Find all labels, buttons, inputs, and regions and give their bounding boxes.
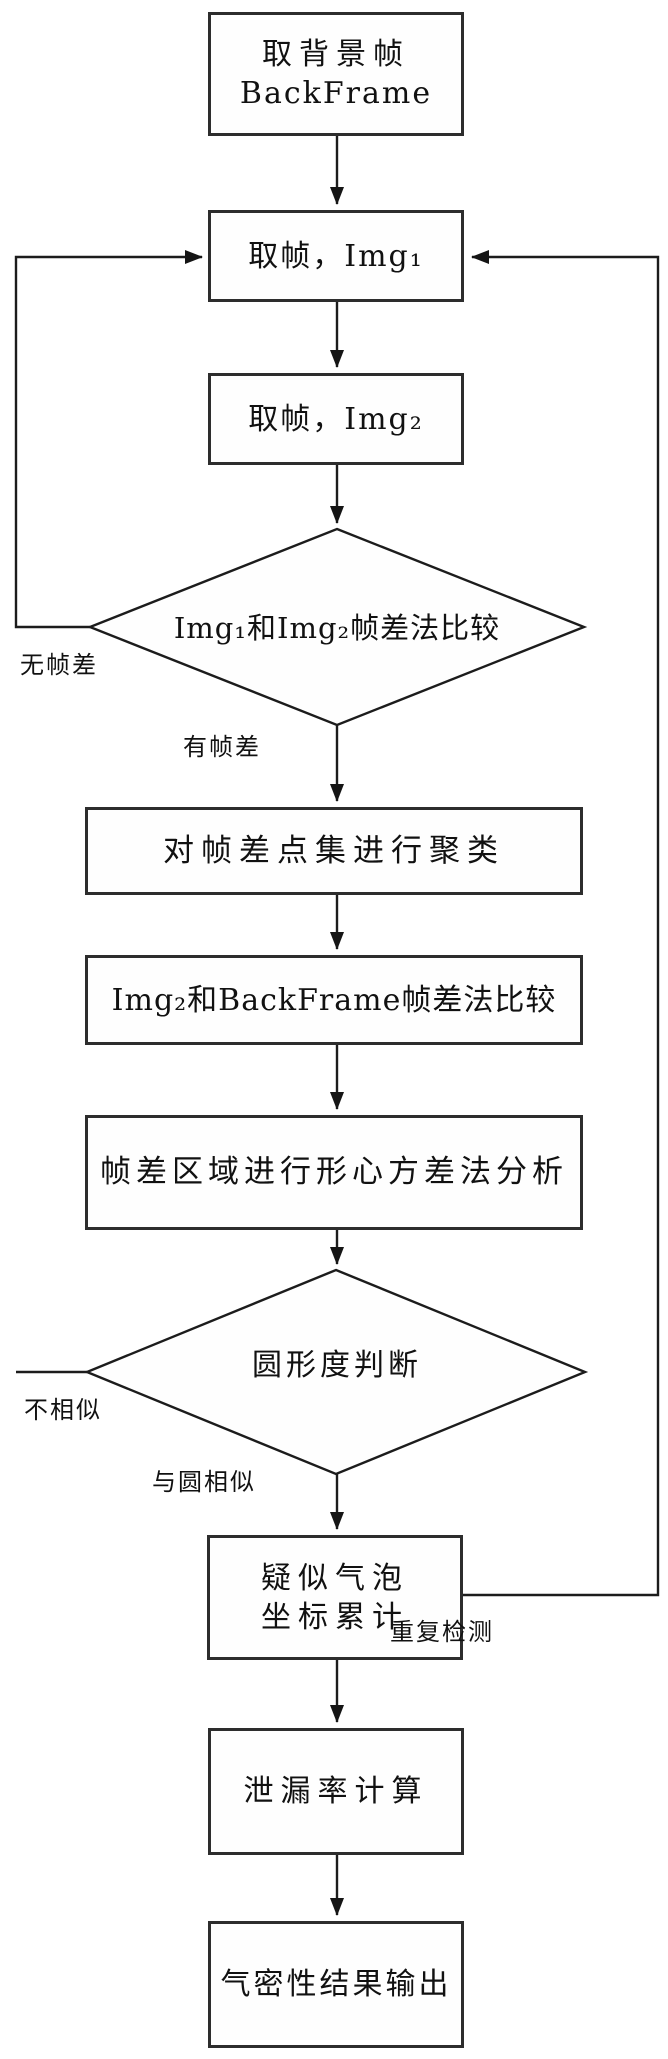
loop-right-repeat <box>463 250 660 1597</box>
step-bubble-accumulate-line1: 疑似气泡 <box>261 1560 409 1596</box>
decision2-diamond <box>83 1268 589 1476</box>
loop-left-feedback <box>14 250 203 629</box>
edge-label-no-frame-diff: 无帧差 <box>20 651 98 679</box>
step-centroid-variance: 帧差区域进行形心方差法分析 <box>85 1115 583 1230</box>
step-leak-rate-label: 泄漏率计算 <box>243 1774 429 1809</box>
step-grab-img1-label: 取帧，Img₁ <box>248 238 424 274</box>
step-bubble-accumulate-line2: 坐标累计 <box>261 1599 409 1635</box>
step-cluster: 对帧差点集进行聚类 <box>85 807 583 895</box>
decision2-label: 圆形度判断 <box>252 1348 422 1383</box>
edge-label-not-similar: 不相似 <box>24 1396 102 1424</box>
step-cluster-label: 对帧差点集进行聚类 <box>163 832 505 869</box>
step-backframe-diff: Img₂和BackFrame帧差法比较 <box>85 955 583 1045</box>
step-bubble-accumulate: 疑似气泡 坐标累计 <box>207 1535 463 1660</box>
step-backframe-diff-label: Img₂和BackFrame帧差法比较 <box>111 982 557 1018</box>
step-result-output: 气密性结果输出 <box>208 1921 464 2048</box>
decision1-label: Img₁和Img₂帧差法比较 <box>173 611 501 645</box>
step-centroid-variance-label: 帧差区域进行形心方差法分析 <box>100 1154 568 1191</box>
edge-label-repeat-detection: 重复检测 <box>390 1618 494 1646</box>
step-grab-img2: 取帧，Img₂ <box>208 373 464 465</box>
edge-label-has-frame-diff: 有帧差 <box>183 733 261 761</box>
step-backframe-line2: BackFrame <box>239 76 433 111</box>
step-backframe-line1: 取背景帧 <box>262 37 410 72</box>
edge-label-similar-to-circle: 与圆相似 <box>152 1468 256 1496</box>
step-result-output-label: 气密性结果输出 <box>220 1967 452 2002</box>
step-grab-img1: 取帧，Img₁ <box>208 210 464 302</box>
step-grab-img2-label: 取帧，Img₂ <box>248 401 424 437</box>
step-leak-rate: 泄漏率计算 <box>208 1728 464 1855</box>
decision1-diamond <box>86 527 588 727</box>
step-backframe: 取背景帧 BackFrame <box>208 12 464 136</box>
